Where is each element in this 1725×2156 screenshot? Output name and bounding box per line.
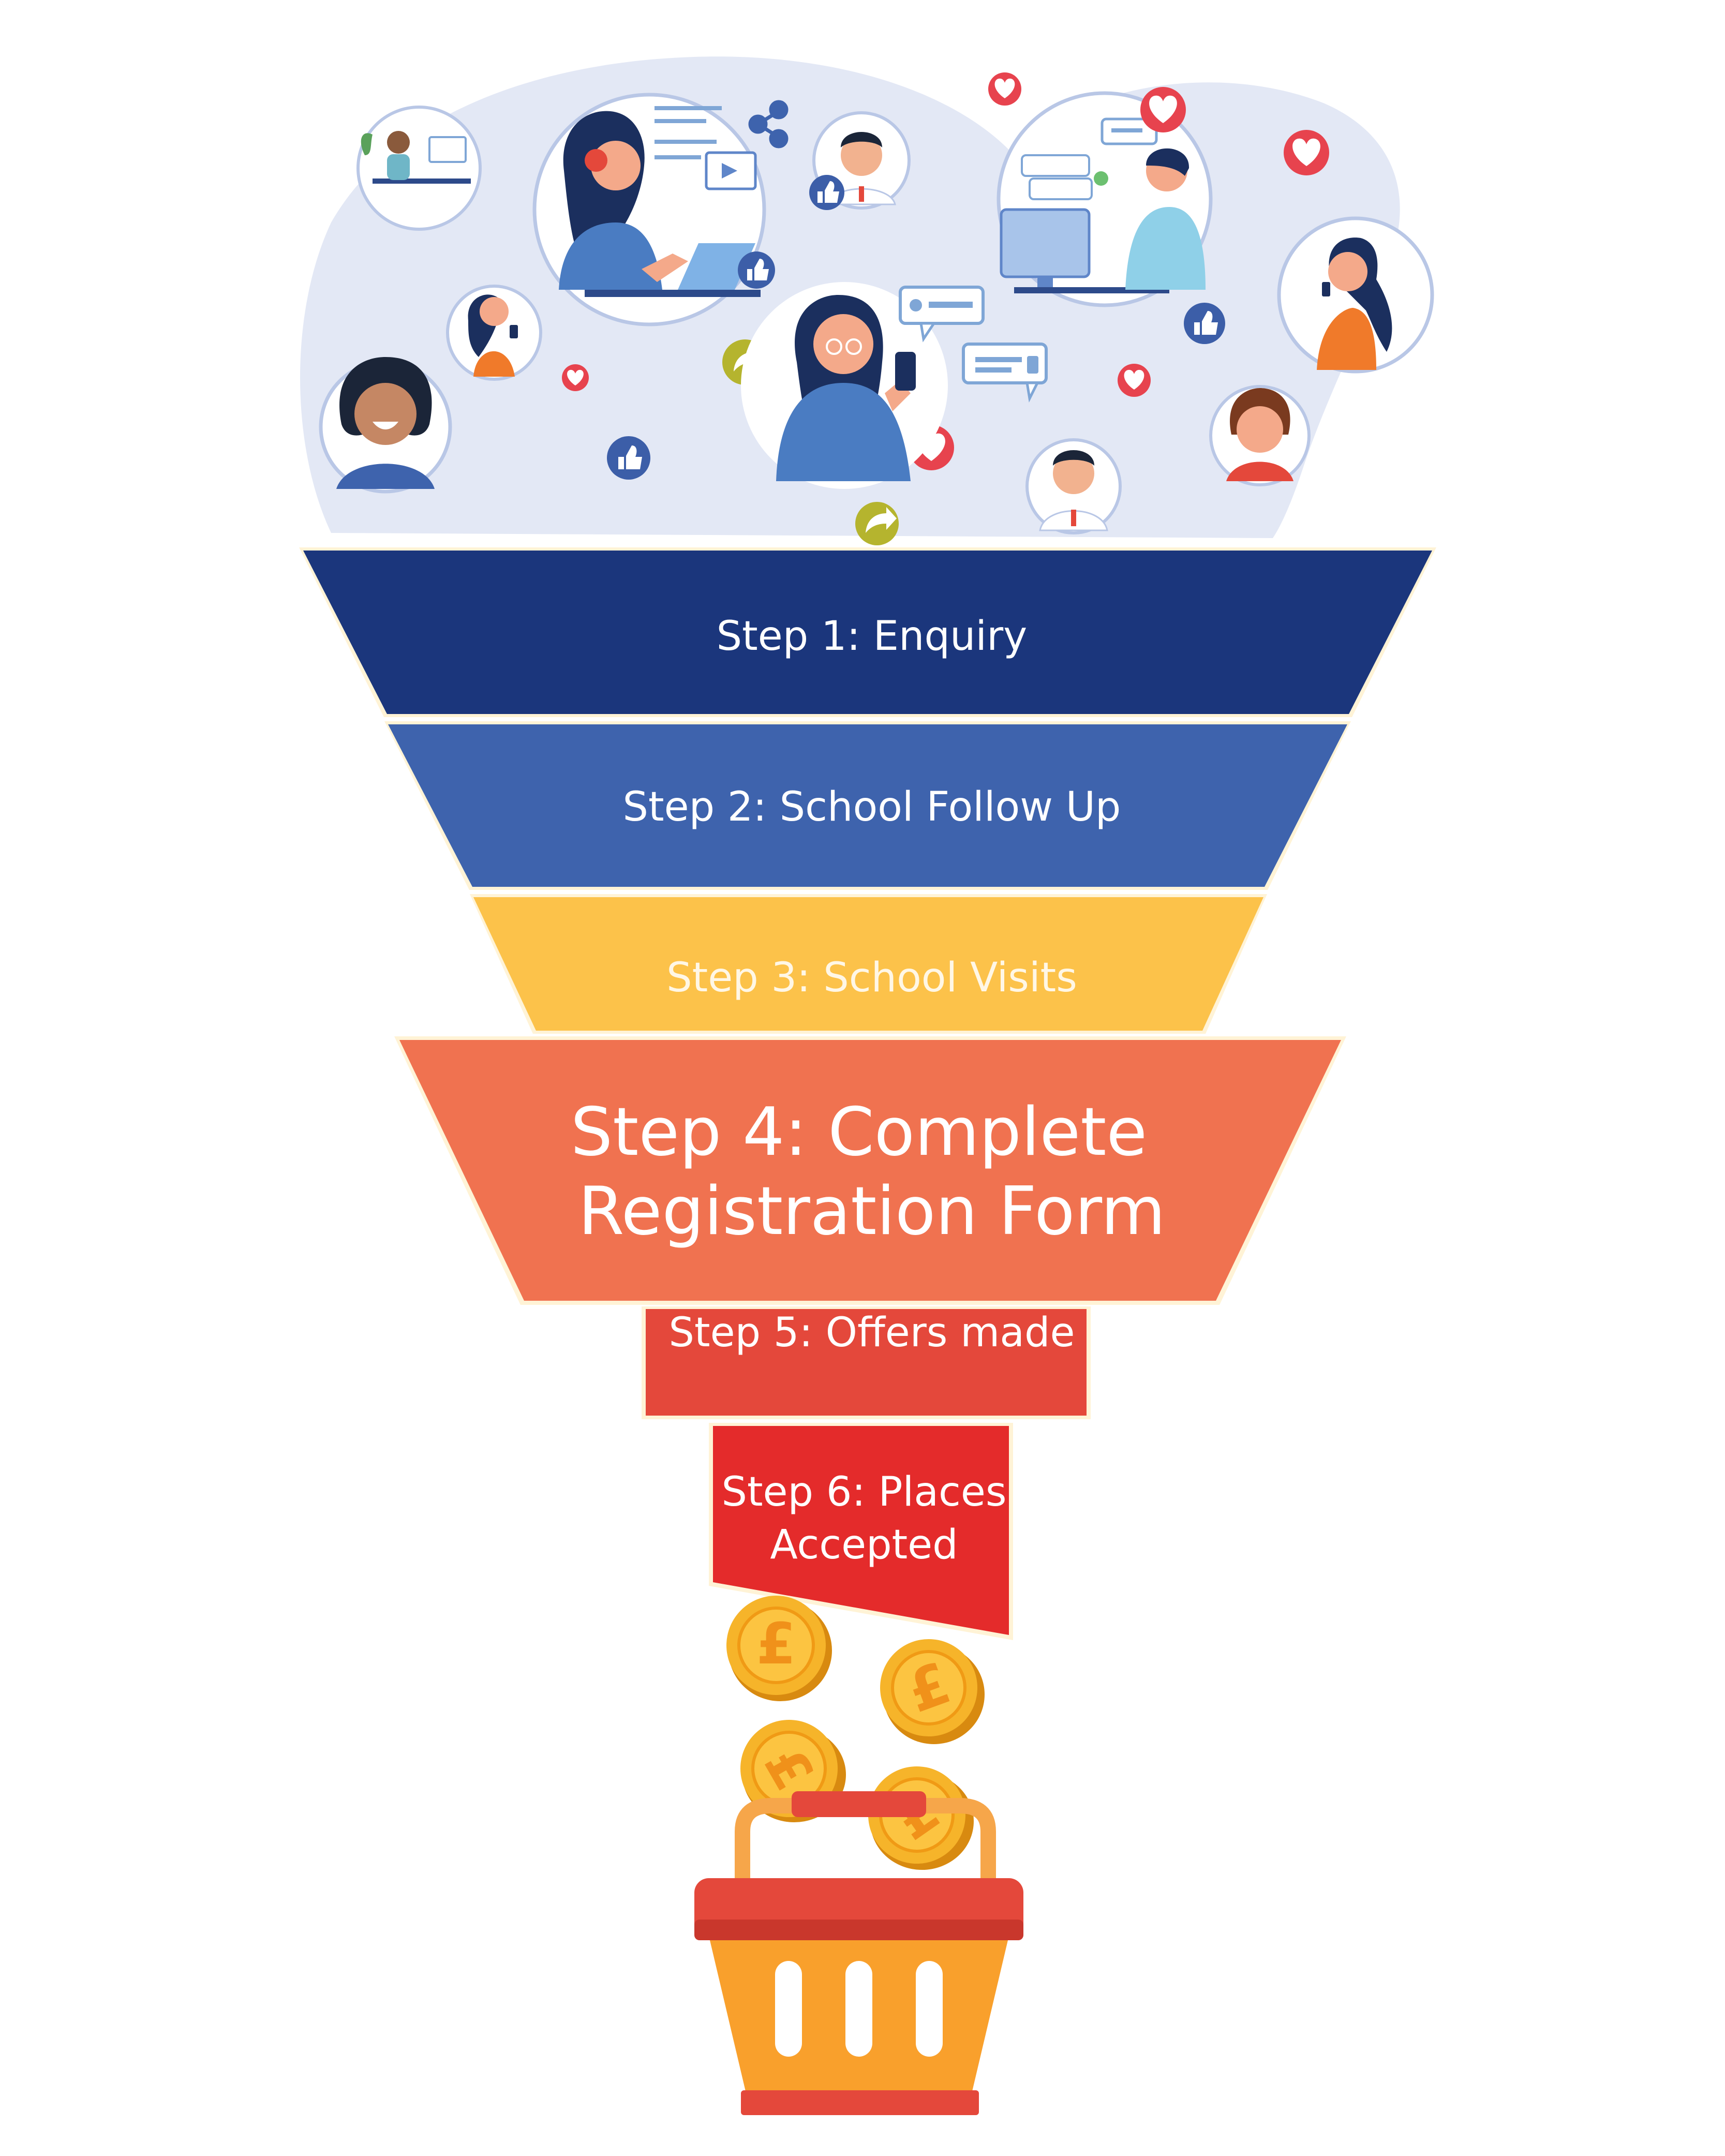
funnel-step-1-label: Step 1: Enquiry [717,613,1028,660]
avatar-woman-portrait-icon [1209,385,1311,486]
heart-icon [988,72,1021,106]
avatar-headset-woman-icon [532,93,766,326]
funnel-step-2-shape [388,724,1347,887]
funnel-step-6-shape [713,1426,1009,1635]
funnel-step-4-shape [399,1040,1341,1301]
funnel-step-1: Step 1: Enquiry [299,547,1436,717]
funnel: Step 1: Enquiry Step 2: School Follow Up… [299,547,1436,1640]
funnel-step-2: Step 2: School Follow Up [384,721,1351,890]
funnel-step-4-label-line1: Step 4: Complete [571,1094,1147,1171]
coins: £ £ £ £ [726,1596,985,1870]
funnel-step-6-label-line2: Accepted [770,1522,958,1568]
funnel-step-2-label: Step 2: School Follow Up [623,784,1121,830]
shopping-basket-icon [694,1791,1023,2115]
like-icon [809,175,844,210]
funnel-step-4-label: Step 4: Complete [571,1094,1147,1171]
avatar-man-suit-icon [1025,438,1122,534]
funnel-step-6: Step 6: Places Accepted [709,1423,1013,1640]
funnel-step-3: Step 3: School Visits [470,894,1267,1034]
funnel-step-3-shape [473,897,1263,1031]
funnel-step-5: Step 5: Offers made [642,1306,1091,1419]
avatar-woman-with-phone-icon [1277,216,1434,374]
share-network-icon [748,100,789,148]
heart-icon [1140,87,1186,132]
funnel-step-4: Step 4: Complete Registration Form [394,1036,1346,1305]
funnel-step-4-label-line2: Registration Form [578,1173,1166,1250]
avatar-man-at-computer-icon [997,91,1213,307]
chat-bubble-icon [1101,117,1158,145]
pound-coin-icon: £ [880,1639,985,1744]
like-icon [1184,303,1225,344]
funnel-step-6-label: Step 6: Places [721,1469,1006,1515]
avatar-woman-portrait-icon [319,357,452,494]
share-icon [855,502,899,545]
svg-text:£: £ [756,1611,796,1677]
funnel-step-1-shape [303,551,1432,714]
like-icon [607,436,650,480]
avatar-woman-glasses-phone-icon [741,282,948,489]
avatar-person-at-desk-icon [356,106,482,231]
funnel-step-5-label: Step 5: Offers made [669,1310,1075,1356]
avatar-woman-with-phone-icon [446,285,542,381]
like-icon [738,251,775,289]
funnel-step-5-shape [646,1309,1087,1416]
heart-icon [1118,364,1151,397]
social-illustration [300,56,1434,545]
pound-coin-icon: £ [726,1596,832,1701]
heart-icon [562,364,589,391]
heart-icon [1284,130,1329,175]
chat-bubble-icon [899,286,985,343]
chat-bubble-icon [962,343,1048,403]
funnel-step-3-label: Step 3: School Visits [666,955,1077,1001]
pound-coin-icon: £ [868,1766,974,1870]
